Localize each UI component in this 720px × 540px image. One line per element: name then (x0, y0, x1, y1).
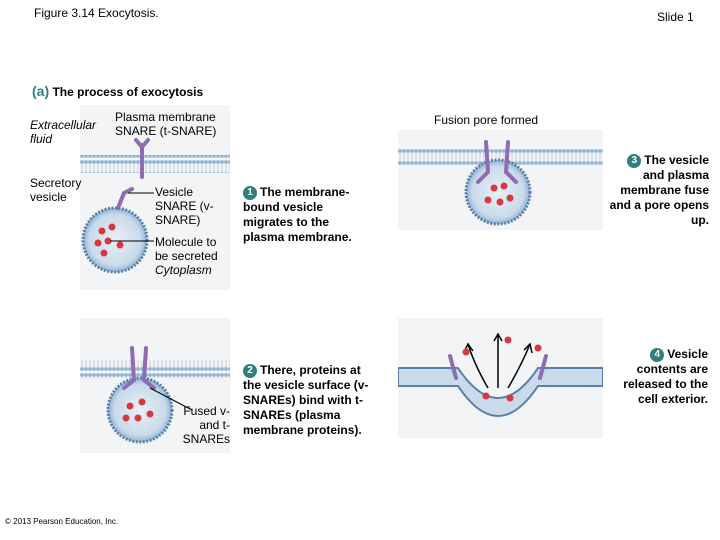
step-1-text: The membrane-bound vesicle migrates to t… (243, 185, 352, 244)
step-4-badge: 4 (650, 348, 665, 362)
step-3-text: The vesicle and plasma membrane fuse and… (609, 153, 709, 227)
molecules-in-pore (484, 182, 514, 206)
step-4-text: Vesicle contents are released to the cel… (623, 347, 708, 406)
label-fusion-pore-formed: Fusion pore formed (434, 113, 539, 127)
release-arrows (463, 332, 533, 389)
panel-contents-released (397, 318, 604, 438)
plasma-membrane (80, 155, 230, 173)
docked-vesicle (106, 376, 174, 444)
label-vesicle-snare: Vesicle SNARE (v-SNARE) (155, 185, 214, 227)
released-molecules (462, 336, 542, 402)
label-molecule-to-be-secreted: Molecule to be secreted (155, 235, 218, 263)
panel-fusion-pore (398, 130, 603, 230)
t-snare-protein (134, 138, 150, 179)
copyright-notice: © 2013 Pearson Education, Inc. (5, 517, 119, 526)
section-subtitle: (a) The process of exocytosis (32, 83, 203, 99)
panel-vesicle-migration (80, 105, 230, 290)
fused-snare-complex (476, 140, 518, 184)
fusion-pore-illustration (398, 130, 603, 230)
step-2-text: There, proteins at the vesicle surface (… (243, 363, 369, 437)
fusing-vesicle (464, 158, 532, 226)
step-1-badge: 1 (243, 186, 257, 200)
release-illustration (397, 318, 604, 438)
released-snares (448, 354, 548, 380)
molecules-docked (122, 398, 154, 422)
vesicle-migration-illustration (80, 105, 230, 290)
plasma-membrane-docked (80, 360, 230, 378)
figure-title: Figure 3.14 Exocytosis. (34, 6, 159, 20)
section-text: The process of exocytosis (52, 85, 204, 99)
label-plasma-membrane-snare: Plasma membrane SNARE (t-SNARE) (115, 110, 217, 138)
section-letter: (a) (32, 83, 50, 99)
bound-snares (122, 346, 156, 390)
snare-binding-illustration (80, 318, 230, 453)
label-secretory-vesicle: Secretory vesicle (30, 176, 82, 204)
secretory-vesicle (81, 206, 149, 274)
step-2-badge: 2 (243, 364, 257, 378)
leader-fused-snares (149, 387, 193, 411)
plasma-membrane-fused (398, 148, 603, 166)
label-cytoplasm: Cytoplasm (155, 263, 212, 277)
v-snare-protein (116, 187, 134, 210)
secreted-molecules (94, 223, 124, 257)
panel-snare-binding (80, 318, 230, 453)
slide-label: Slide 1 (657, 10, 694, 24)
step-3-badge: 3 (627, 154, 642, 168)
label-fused-snares: Fused v- and t-SNAREs (182, 404, 230, 446)
label-extracellular-fluid: Extracellular fluid (30, 118, 97, 146)
